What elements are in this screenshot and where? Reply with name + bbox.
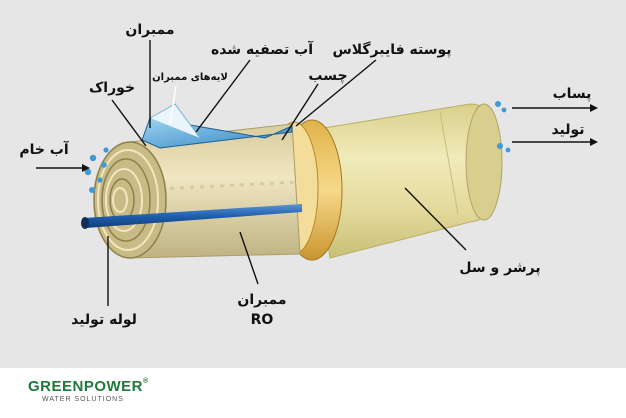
- label-ro: RO: [251, 312, 274, 328]
- label-raw-water: آب خام: [19, 140, 70, 158]
- label-membrane-top: ممبران: [125, 22, 174, 38]
- leader-lines: [107, 40, 467, 306]
- label-brine-seal: پرشر و سل: [459, 260, 540, 276]
- label-glue: چسب: [308, 68, 347, 84]
- spiral-end-face: [93, 141, 167, 259]
- product-tube: [81, 204, 302, 229]
- flow-arrows: [36, 104, 598, 172]
- logo-name: GREENPOWER®: [28, 378, 149, 395]
- label-membrane-ro: ممبران: [237, 292, 286, 308]
- raw-water-drops: [84, 147, 109, 193]
- output-water-drops: [495, 101, 511, 153]
- label-fiberglass-shell: پوسته فایبرگلاس: [332, 41, 451, 58]
- logo-tagline: WATER SOLUTIONS: [42, 396, 124, 403]
- label-product-tube: لوله تولید: [71, 312, 137, 328]
- label-waste: پساب: [553, 86, 592, 102]
- greenpower-logo: GREENPOWER® WATER SOLUTIONS: [28, 378, 149, 403]
- label-purified-water: آب تصفیه شده: [211, 40, 314, 58]
- label-product: تولید: [551, 122, 584, 138]
- label-feed: خوراک: [89, 80, 135, 96]
- fiberglass-shell: [311, 103, 503, 259]
- label-membrane-layers: لایه‌های ممبران: [152, 72, 228, 83]
- footer-bar: [0, 368, 626, 418]
